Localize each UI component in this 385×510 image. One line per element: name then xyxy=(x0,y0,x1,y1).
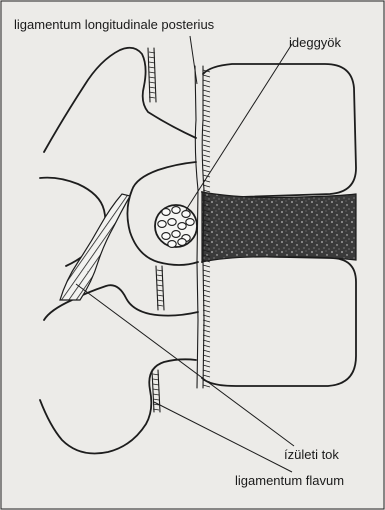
lower-vertebral-body xyxy=(202,256,356,386)
label-lig-flavum: ligamentum flavum xyxy=(235,473,344,488)
label-izuleti-tok: ízületi tok xyxy=(284,447,339,462)
upper-vertebral-arch xyxy=(44,48,196,152)
label-ideggyok: ideggyök xyxy=(289,35,342,50)
label-lig-long-post: ligamentum longitudinale posterius xyxy=(14,17,215,32)
upper-vertebral-body xyxy=(202,64,356,197)
nerve-root xyxy=(155,205,197,247)
leader-lig-flavum xyxy=(154,402,292,472)
lower-arch-outline xyxy=(40,359,196,453)
leader-lig-long-post xyxy=(190,36,197,84)
leader-ideggyok xyxy=(186,44,292,210)
ligamentum-flavum-shape xyxy=(60,194,130,300)
leader-izuleti-tok xyxy=(76,284,294,446)
intervertebral-disc xyxy=(202,192,356,262)
